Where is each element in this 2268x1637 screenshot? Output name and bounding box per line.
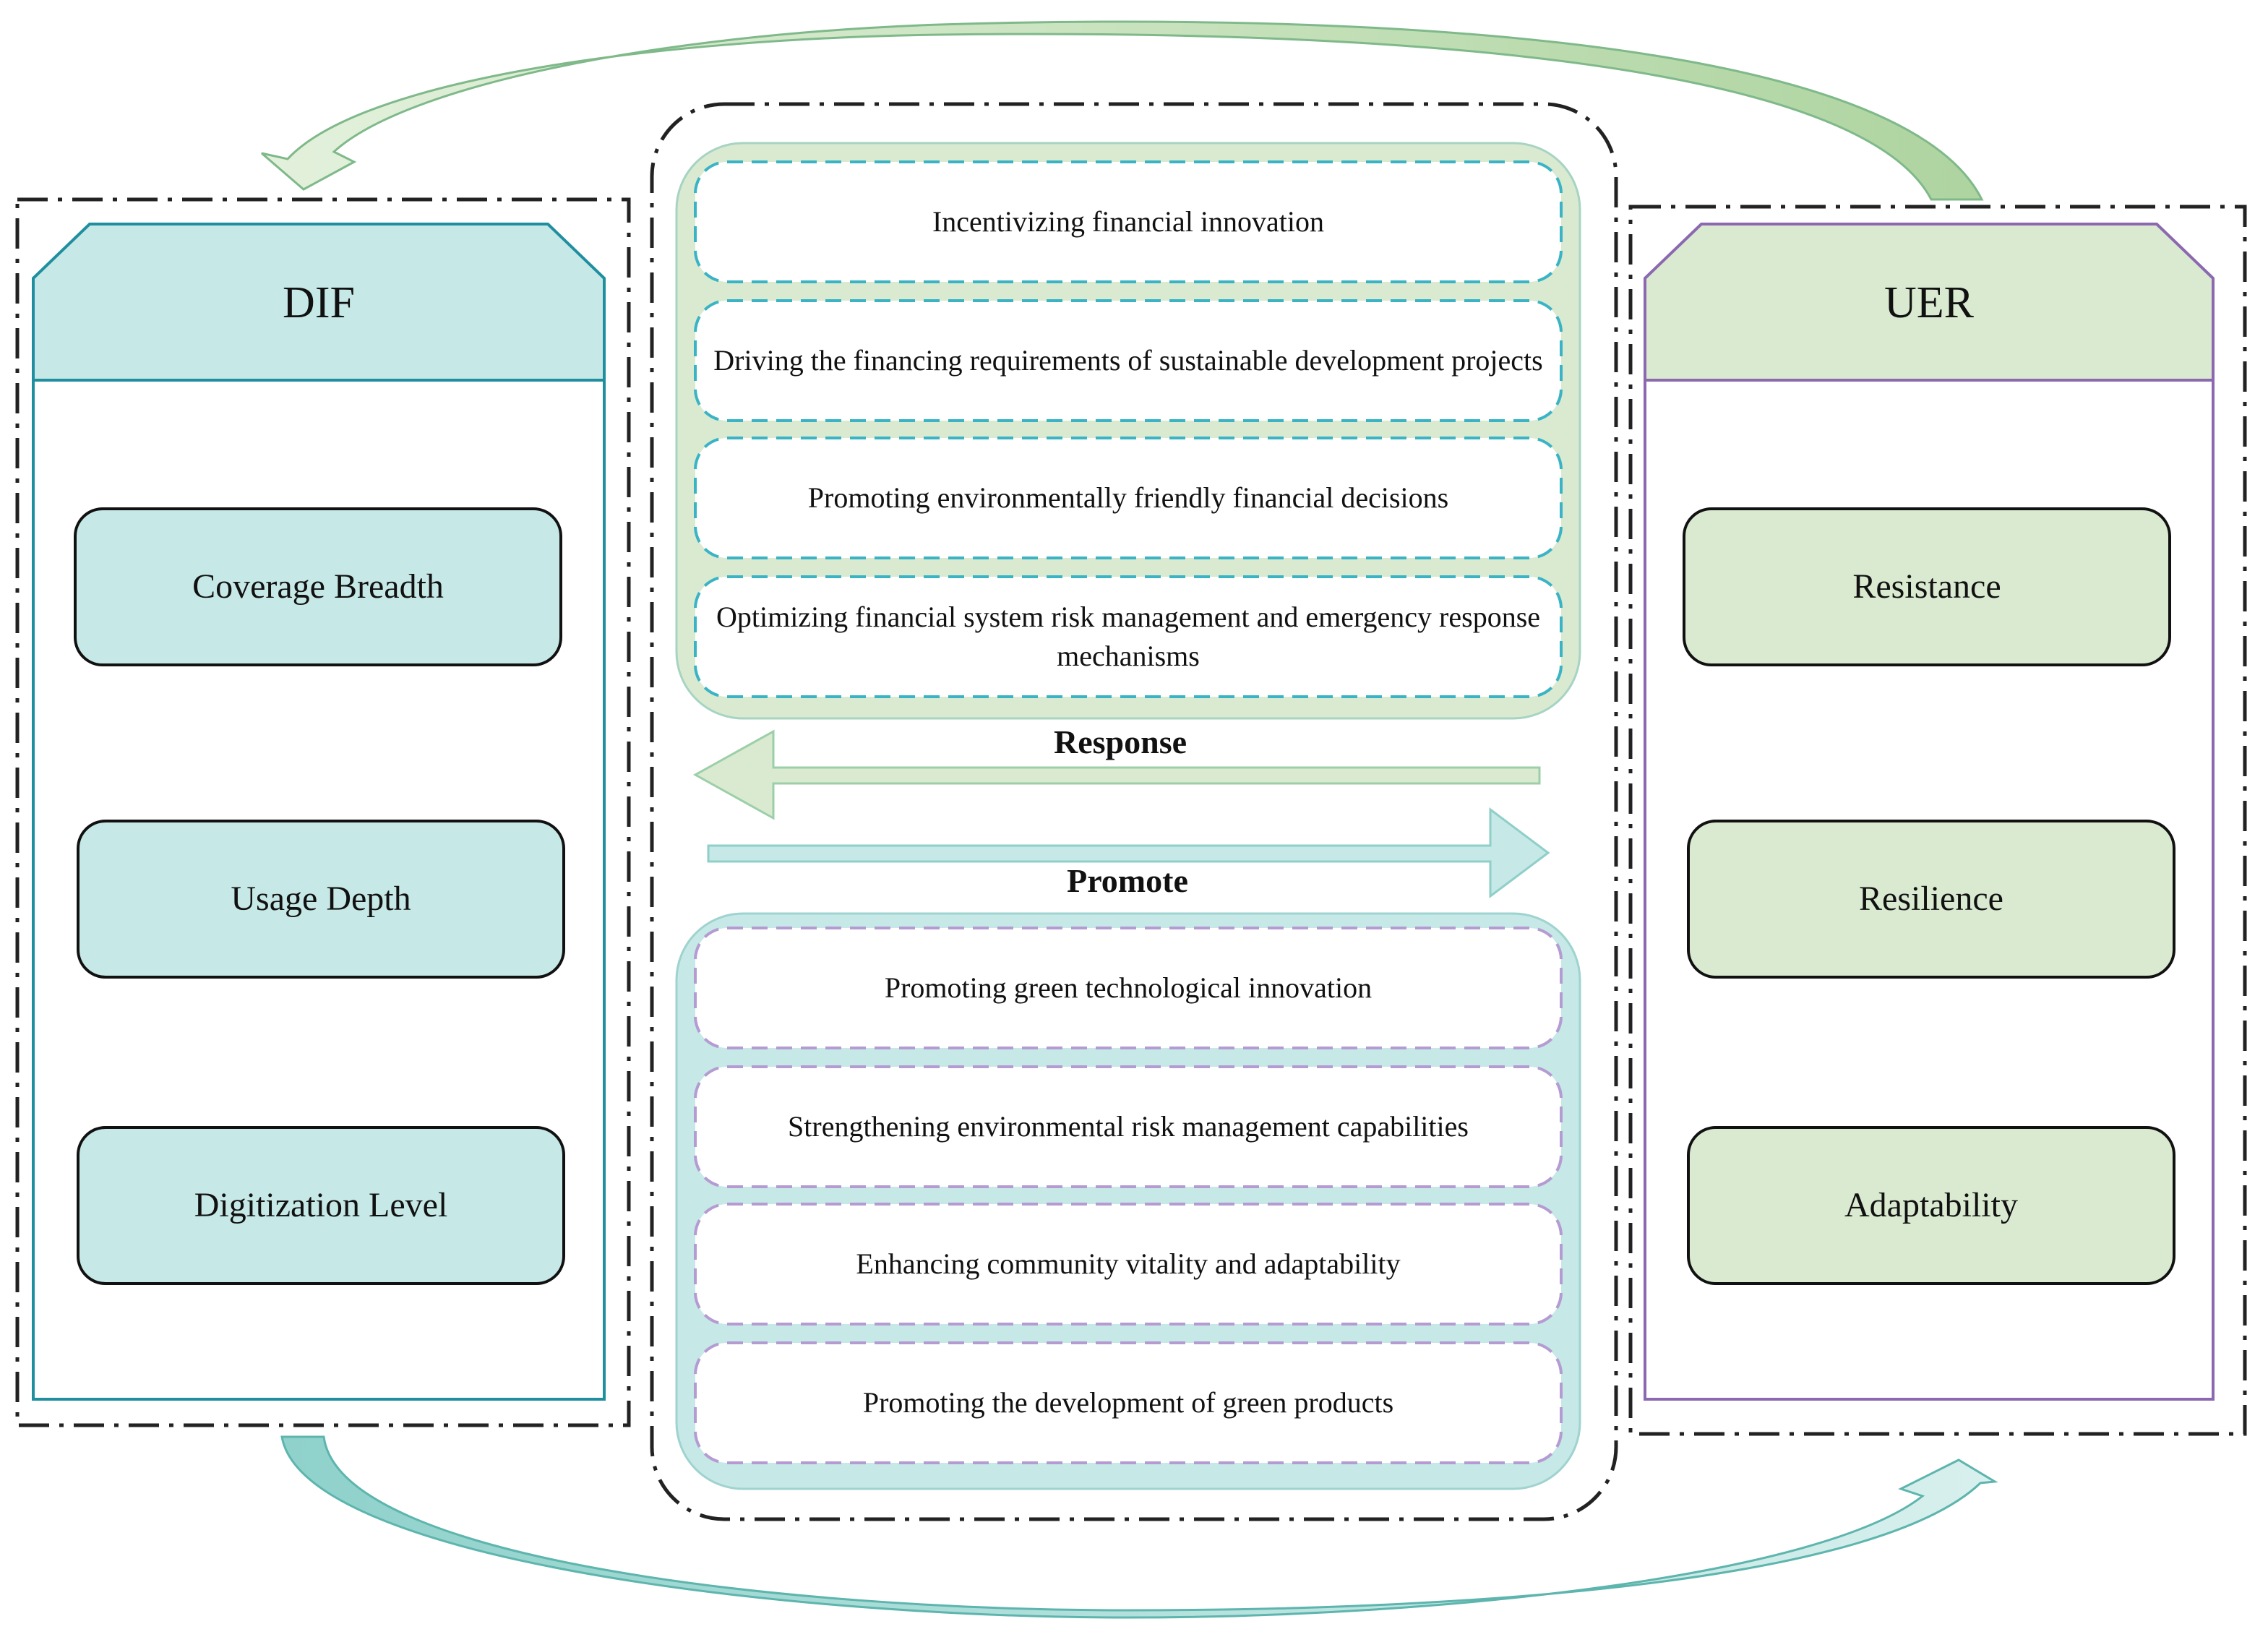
top-mech-box-2 xyxy=(694,299,1563,422)
uer-group-frame xyxy=(1628,205,2247,1436)
uer-item-box-resilience xyxy=(1687,820,2175,979)
uer-item-adaptability: Adaptability xyxy=(1844,1185,2018,1224)
response-label: Response xyxy=(1053,723,1187,760)
dif-item-box-coverage xyxy=(74,507,562,666)
uer-item-box-adaptability xyxy=(1687,1126,2175,1285)
dif-group-frame xyxy=(15,197,631,1427)
top-mechanism-1: Incentivizing financial innovation xyxy=(932,205,1325,238)
top-mechanism-4: Optimizing financial system risk managem… xyxy=(716,601,1541,672)
uer-item-box-resistance xyxy=(1683,507,2171,666)
uer-title: UER xyxy=(1884,278,1974,328)
top-mech-box-3 xyxy=(694,437,1563,559)
bottom-mech-box-1 xyxy=(694,927,1563,1049)
mechanism-group-frame xyxy=(650,102,1618,1521)
bottom-mechanism-2: Strengthening environmental risk managem… xyxy=(788,1110,1469,1143)
dif-item-box-usage xyxy=(77,820,565,979)
bottom-mech-box-4 xyxy=(694,1341,1563,1464)
response-arrow xyxy=(692,729,1541,820)
dif-item-digitization-level: Digitization Level xyxy=(194,1185,448,1224)
top-mech-box-1 xyxy=(694,160,1563,283)
bottom-mech-box-3 xyxy=(694,1203,1563,1326)
dif-item-box-digitization xyxy=(77,1126,565,1285)
top-mechanism-panel xyxy=(675,142,1581,720)
top-mechanism-3: Promoting environmentally friendly finan… xyxy=(807,481,1449,514)
dif-item-coverage-breadth: Coverage Breadth xyxy=(192,567,444,606)
dif-item-usage-depth: Usage Depth xyxy=(231,879,411,918)
promote-arrow xyxy=(707,807,1550,898)
top-mechanism-2: Driving the financing requirements of su… xyxy=(713,344,1543,377)
bottom-mechanism-1: Promoting green technological innovation xyxy=(884,971,1373,1004)
bottom-mechanism-4: Promoting the development of green produ… xyxy=(862,1386,1394,1419)
uer-item-resistance: Resistance xyxy=(1852,567,2001,606)
bottom-curved-arrow xyxy=(280,1435,1998,1619)
top-curved-arrow xyxy=(261,20,1984,201)
top-mech-box-4 xyxy=(694,575,1563,698)
bottom-mechanism-3: Enhancing community vitality and adaptab… xyxy=(856,1247,1401,1280)
bottom-mech-box-2 xyxy=(694,1065,1563,1188)
promote-label: Promote xyxy=(1067,862,1188,899)
uer-item-resilience: Resilience xyxy=(1859,879,2003,918)
dif-title: DIF xyxy=(283,278,355,328)
